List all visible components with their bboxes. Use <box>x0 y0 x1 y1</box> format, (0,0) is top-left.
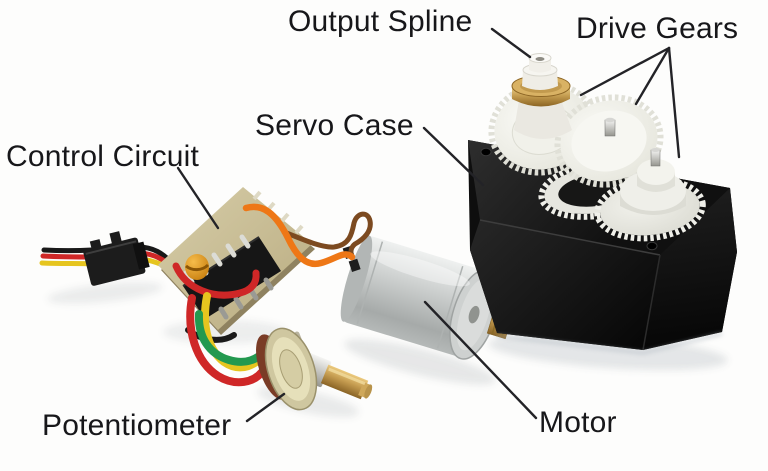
motor-wires <box>242 203 373 268</box>
leader-lines <box>176 27 681 423</box>
gear-pin <box>650 149 661 167</box>
case-screw-hole <box>646 241 658 251</box>
leader-line-drive-gears-3 <box>667 46 681 159</box>
label-control-circuit: Control Circuit <box>6 140 200 173</box>
label-potentiometer: Potentiometer <box>42 409 232 442</box>
case-right-face <box>643 188 737 350</box>
label-motor: Motor <box>539 406 617 439</box>
case-front-face <box>470 220 660 350</box>
label-servo-case: Servo Case <box>255 109 414 142</box>
label-output-spline: Output Spline <box>288 5 473 38</box>
gear-pin <box>604 119 616 137</box>
motor-back-cap <box>340 235 373 322</box>
potentiometer <box>256 327 373 411</box>
leader-line-motor <box>423 300 538 420</box>
leader-line-control-circuit <box>176 166 220 230</box>
spline-hub <box>514 100 572 139</box>
drive-gears <box>488 53 706 242</box>
leader-line-drive-gears-1 <box>579 46 671 97</box>
control-circuit-board <box>158 187 315 335</box>
drive-gear-middle <box>554 94 664 188</box>
drive-gear-right-assembly <box>594 148 706 242</box>
solder-pads <box>252 190 304 235</box>
leader-line-drive-gears-2 <box>634 46 671 106</box>
leader-line-potentiometer <box>245 392 286 423</box>
output-spline <box>511 53 572 139</box>
servo-connector <box>83 231 150 286</box>
spline-hole <box>535 57 545 61</box>
capacitor <box>185 254 209 280</box>
label-drive-gears: Drive Gears <box>576 12 739 45</box>
case-screw-hole <box>480 147 492 157</box>
leader-line-output-spline <box>490 27 532 59</box>
leader-line-servo-case <box>422 126 485 187</box>
motor-terminal <box>348 258 361 272</box>
gear-pinion-top <box>637 159 675 185</box>
